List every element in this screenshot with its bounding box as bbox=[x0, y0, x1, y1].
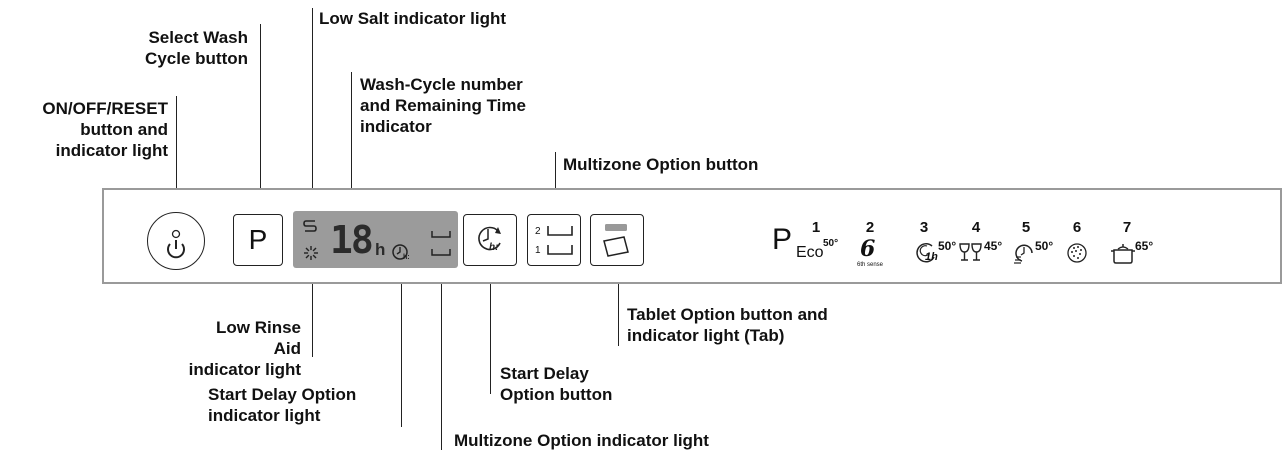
low-rinse-aid-icon bbox=[304, 246, 318, 260]
low-salt-icon bbox=[303, 220, 317, 232]
leader-low-rinse bbox=[312, 264, 313, 357]
program-7-temp: 65° bbox=[1135, 239, 1154, 253]
program-2-icon: 6 bbox=[860, 236, 876, 262]
callout-start-delay-light: Start Delay Option indicator light bbox=[208, 385, 357, 425]
multizone-button[interactable]: 2 1 bbox=[527, 214, 581, 266]
leader-multizone-button bbox=[555, 152, 556, 214]
tablet-button[interactable] bbox=[590, 214, 644, 266]
select-wash-cycle-button[interactable]: P bbox=[233, 214, 283, 266]
program-2-label: 6th sense bbox=[856, 262, 884, 268]
program-number-6: 6 bbox=[1072, 219, 1082, 236]
program-3-temp: 50° bbox=[938, 239, 957, 253]
remaining-time-unit: h bbox=[375, 240, 386, 259]
callout-low-rinse: Low Rinse Aid indicator light bbox=[188, 318, 301, 379]
multizone-level-1: 1 bbox=[535, 245, 541, 256]
multizone-level-2: 2 bbox=[535, 226, 541, 237]
callout-start-delay-button: Start Delay Option button bbox=[500, 364, 613, 404]
wash-cycle-number: 18 bbox=[330, 218, 374, 262]
quick-wash-icon bbox=[916, 243, 935, 263]
leader-start-delay-button bbox=[490, 268, 491, 394]
start-delay-indicator-icon: h: bbox=[392, 244, 410, 261]
leader-onoff bbox=[176, 96, 177, 232]
pots-icon bbox=[1111, 244, 1135, 264]
svg-text:h:: h: bbox=[403, 254, 410, 261]
glasses-icon bbox=[959, 243, 982, 261]
start-delay-button[interactable]: h: bbox=[463, 214, 517, 266]
pre-wash-icon bbox=[1067, 243, 1087, 263]
callout-low-salt: Low Salt indicator light bbox=[319, 9, 506, 28]
leader-low-salt bbox=[312, 8, 313, 214]
program-1-label: Eco bbox=[796, 244, 824, 261]
program-number-1: 1 bbox=[811, 219, 821, 236]
program-number-5: 5 bbox=[1021, 219, 1031, 236]
callout-tablet: Tablet Option button and indicator light… bbox=[627, 305, 828, 345]
power-button[interactable] bbox=[147, 212, 205, 270]
leader-start-delay-light bbox=[401, 257, 402, 427]
svg-text:h:: h: bbox=[489, 242, 498, 253]
leader-wash-number bbox=[351, 72, 352, 220]
daily-wash-icon bbox=[1014, 244, 1033, 264]
callout-select-wash: Select Wash Cycle button bbox=[145, 28, 248, 68]
callout-onoff: ON/OFF/RESET button and indicator light bbox=[42, 99, 168, 160]
program-number-4: 4 bbox=[971, 219, 981, 236]
program-number-3: 3 bbox=[919, 219, 929, 236]
program-number-7: 7 bbox=[1122, 219, 1132, 236]
display-window bbox=[293, 211, 458, 268]
leader-select-wash bbox=[260, 24, 261, 214]
program-letter: P bbox=[772, 223, 793, 256]
program-4-temp: 45° bbox=[984, 239, 1003, 253]
program-1-temp: 50° bbox=[823, 238, 839, 249]
leader-tablet bbox=[618, 268, 619, 346]
multizone-indicator-icon bbox=[431, 231, 451, 256]
program-number-2: 2 bbox=[865, 219, 875, 236]
leader-multizone-light bbox=[441, 260, 442, 450]
tablet-icon bbox=[603, 224, 629, 257]
multizone-rack-icon bbox=[547, 226, 573, 255]
program-button-label: P bbox=[248, 224, 268, 255]
power-icon bbox=[167, 229, 185, 259]
callout-wash-number: Wash-Cycle number and Remaining Time ind… bbox=[360, 75, 526, 136]
start-delay-clock-icon: h: bbox=[478, 226, 501, 253]
callout-multizone-light: Multizone Option indicator light bbox=[454, 431, 709, 450]
program-5-temp: 50° bbox=[1035, 239, 1054, 253]
program-3-label: 1h bbox=[925, 251, 938, 263]
callout-multizone-button: Multizone Option button bbox=[563, 155, 759, 174]
